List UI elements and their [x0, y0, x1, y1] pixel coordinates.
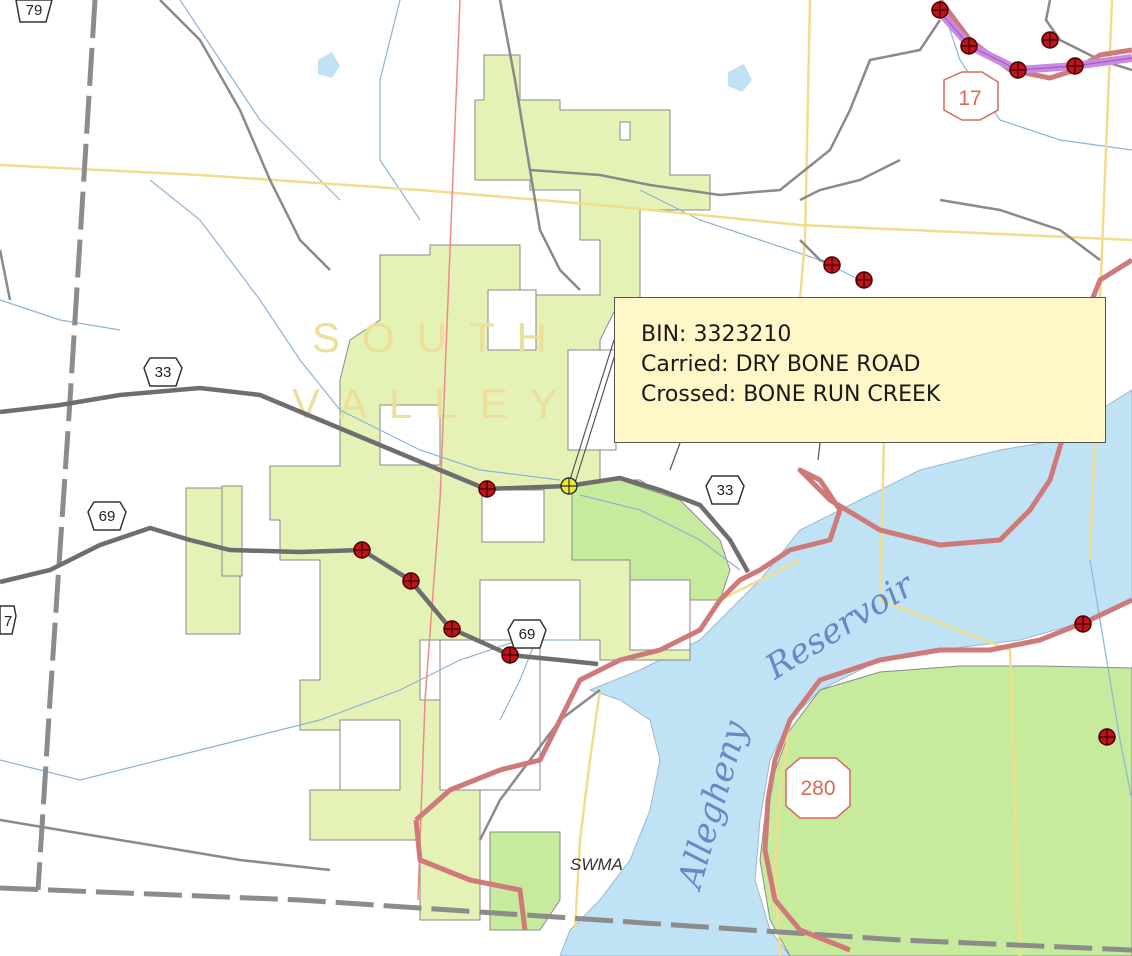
route-edge-top-shield: 79	[15, 0, 53, 23]
route-33-shield: 33	[143, 357, 183, 387]
callout-bin: BIN: 3323210	[641, 322, 792, 347]
bridge-marker[interactable]	[855, 271, 873, 289]
swma-label: SWMA	[570, 855, 623, 874]
bridge-marker[interactable]	[443, 620, 461, 638]
selected-bridge-marker[interactable]	[560, 477, 578, 495]
route-33	[0, 385, 750, 574]
route-69-shield: 69	[87, 501, 127, 531]
route-69-shield-label: 69	[99, 508, 116, 525]
route-edge-top-label: 79	[26, 2, 43, 19]
private-inholding	[339, 719, 401, 791]
pond	[318, 52, 340, 78]
route-69-shield-south-label: 69	[519, 626, 536, 643]
callout-carried: Carried: DRY BONE ROAD	[641, 352, 921, 377]
region-label-line1: SOUTH	[312, 314, 569, 361]
bridge-markers[interactable]	[353, 1, 1116, 746]
bridge-marker[interactable]	[353, 541, 371, 559]
grid-line	[417, 0, 461, 901]
bridge-marker[interactable]	[402, 572, 420, 590]
callout-crossed: Crossed: BONE RUN CREEK	[641, 382, 941, 407]
us-17-shield-label: 17	[958, 87, 981, 110]
bridge-marker[interactable]	[931, 1, 949, 19]
bridge-marker[interactable]	[960, 37, 978, 55]
bridge-marker[interactable]	[478, 480, 496, 498]
bridge-marker[interactable]	[1041, 31, 1059, 49]
bridge-info-callout: BIN: 3323210 Carried: DRY BONE ROAD Cros…	[614, 297, 1106, 443]
pond	[728, 64, 752, 92]
callout-leader-lines	[567, 339, 821, 487]
private-inholding	[567, 349, 617, 451]
private-inholding	[487, 289, 537, 351]
bridge-marker[interactable]	[1066, 57, 1084, 75]
bridge-marker[interactable]	[501, 646, 519, 664]
bridge-marker[interactable]	[1009, 61, 1027, 79]
route-edge-left-label: 7	[4, 613, 12, 630]
bridge-marker[interactable]	[1074, 615, 1092, 633]
region-label-line2: VALLEY	[292, 380, 580, 427]
route-edge-left-shield: 7	[0, 605, 17, 635]
us-280-shield: 280	[785, 757, 851, 819]
streams	[0, 0, 1132, 801]
public-land-parcel	[221, 485, 243, 577]
private-inholding	[481, 489, 545, 543]
private-inholding	[619, 121, 631, 141]
us-280-shield-label: 280	[800, 777, 835, 800]
route-33-shield-label: 33	[155, 364, 172, 381]
us-17-shield: 17	[943, 71, 999, 121]
route-33-shield-east-label: 33	[717, 482, 734, 499]
state-forest-parcel	[571, 479, 731, 601]
route-33-shield-east: 33	[705, 475, 745, 505]
bridge-marker[interactable]	[1098, 728, 1116, 746]
route-69-shield-south: 69	[507, 619, 547, 649]
bridge-marker[interactable]	[823, 256, 841, 274]
